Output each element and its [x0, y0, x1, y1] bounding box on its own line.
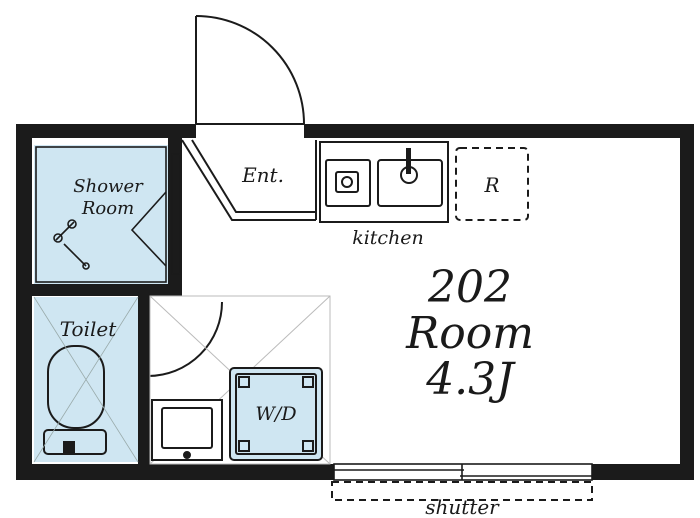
shutter-outline: [331, 481, 593, 501]
shower-fixtures: [35, 146, 167, 283]
entrance-label: Ent.: [241, 163, 284, 187]
toilet-door: [139, 301, 223, 378]
kitchen-counter: [319, 141, 449, 223]
toilet-diagonals: [33, 296, 139, 463]
room-label: Room: [405, 308, 534, 359]
shower-room-label-line1: Shower: [73, 176, 144, 197]
entrance-door: [195, 15, 305, 125]
room-size: 4.3J: [425, 354, 516, 405]
kitchen-label: kitchen: [352, 227, 424, 249]
toilet-label: Toilet: [60, 317, 117, 341]
entrance-area: [181, 139, 317, 221]
shower-room-label-line2: Room: [81, 198, 134, 219]
refrigerator-space: [455, 147, 529, 221]
washbasin: [151, 399, 223, 461]
exterior-walls: [16, 124, 694, 480]
refrigerator-label: R: [483, 173, 499, 197]
shutter-label: shutter: [425, 495, 500, 518]
room-number: 202: [427, 262, 512, 313]
washer-dryer-label: W/D: [255, 403, 296, 425]
sliding-window: [333, 463, 593, 481]
toilet-fixture: [43, 345, 107, 455]
washer-dryer: [229, 367, 323, 461]
faucet-icon: [406, 148, 411, 174]
shower-door-frame: [171, 153, 181, 275]
shower-room-floor: [34, 145, 168, 284]
